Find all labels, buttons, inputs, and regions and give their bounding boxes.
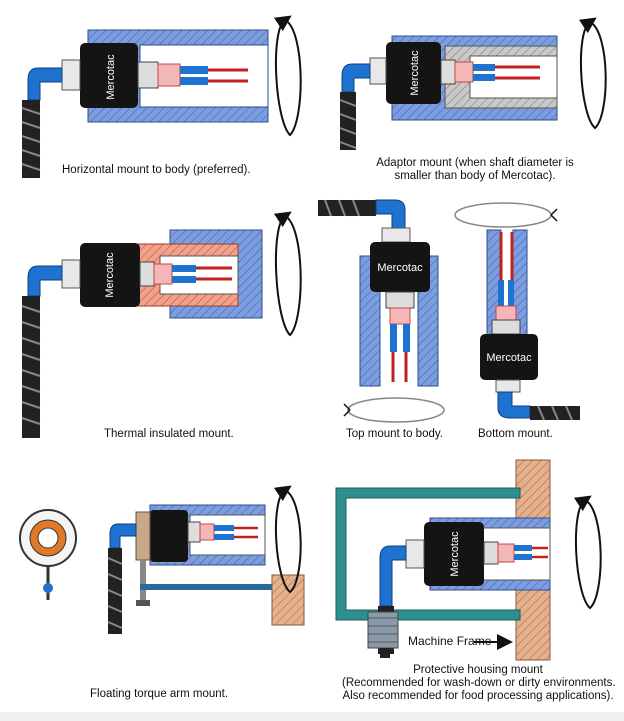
machine-frame-label: Machine Frame xyxy=(408,634,492,648)
adaptor-mount-diagram: Mercotac xyxy=(339,17,607,150)
caption-adaptor-line2: smaller than body of Mercotac). xyxy=(394,170,556,182)
caption-horizontal-mount: Horizontal mount to body (preferred). xyxy=(62,164,251,176)
mercotac-body xyxy=(80,43,138,108)
caption-top-mount: Top mount to body. xyxy=(346,428,443,440)
elbow-connector xyxy=(27,67,63,101)
caption-floating-torque-arm: Floating torque arm mount. xyxy=(90,688,229,700)
brand-label: Mercotac xyxy=(105,54,117,100)
caption-adaptor-mount: Adaptor mount (when shaft diameter is sm… xyxy=(360,157,590,183)
mercotac-shaft xyxy=(137,61,159,89)
brand-label: Mercotac xyxy=(104,252,116,298)
horizontal-mount-diagram: Mercotac xyxy=(21,15,302,178)
top-mount-diagram: Mercotac xyxy=(318,199,445,423)
caption-protective-line1: Protective housing mount xyxy=(413,664,543,676)
caption-thermal-mount: Thermal insulated mount. xyxy=(104,428,234,440)
thermal-mount-diagram: Mercotac xyxy=(21,211,302,438)
brand-label: Mercotac xyxy=(409,50,421,96)
brand-label: Mercotac xyxy=(449,531,461,577)
caption-protective-line3: Also recommended for food processing app… xyxy=(342,690,614,702)
brand-label: Mercotac xyxy=(377,262,423,274)
floating-torque-arm-diagram xyxy=(19,485,305,634)
brand-label: Mercotac xyxy=(486,352,532,364)
rotation-arrow xyxy=(273,15,302,137)
bottom-mount-diagram: Mercotac xyxy=(454,202,580,421)
caption-protective-housing: Protective housing mount (Recommended fo… xyxy=(342,664,616,703)
caption-protective-line2: (Recommended for wash-down or dirty envi… xyxy=(342,677,616,689)
connector-plate xyxy=(61,59,81,91)
caption-adaptor-line1: Adaptor mount (when shaft diameter is xyxy=(376,157,574,169)
caption-bottom-mount: Bottom mount. xyxy=(478,428,553,440)
footer-bar xyxy=(0,712,624,721)
protective-housing-diagram: Mercotac xyxy=(335,459,602,661)
